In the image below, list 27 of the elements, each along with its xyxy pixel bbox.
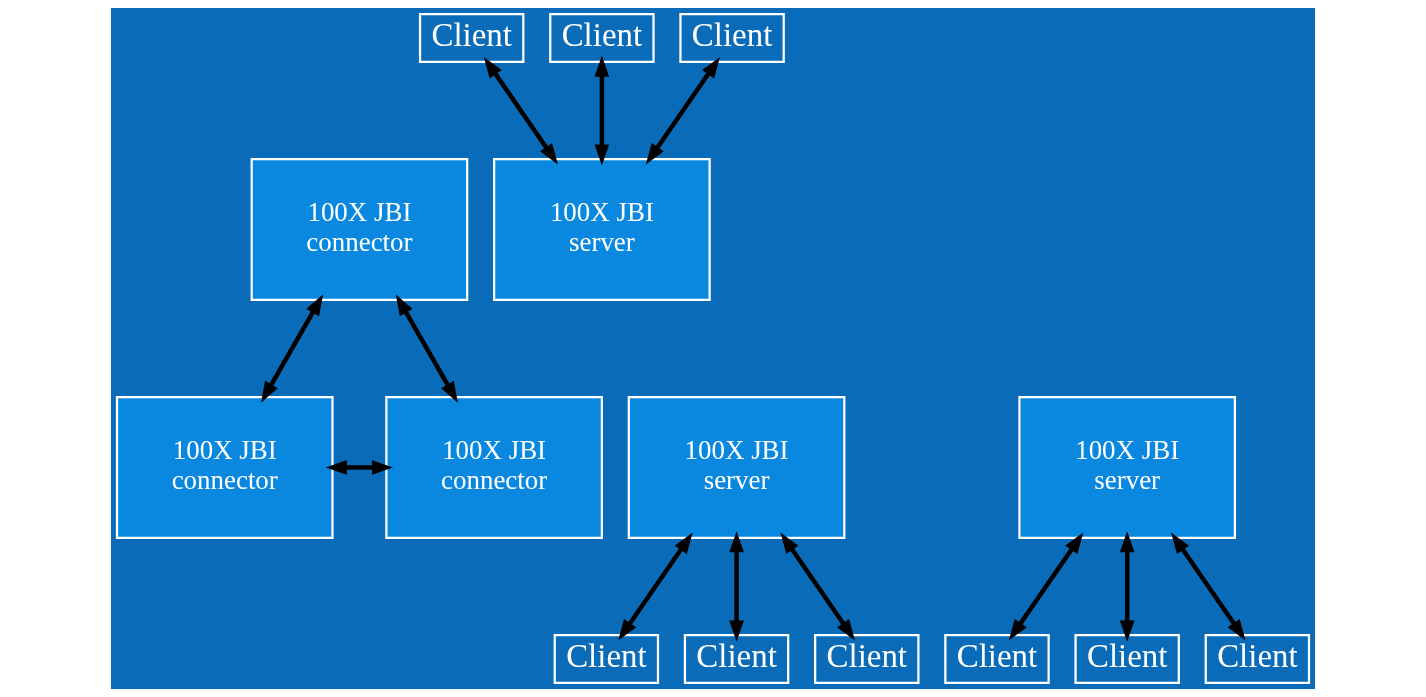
node-box: Client: [1204, 634, 1311, 685]
arrow: [483, 57, 558, 165]
arrow: [261, 294, 324, 403]
arrow: [1119, 531, 1135, 642]
node-box: Client: [683, 634, 790, 685]
node-box: 100X JBI connector: [385, 396, 603, 539]
arrow: [780, 532, 855, 641]
arrow: [729, 531, 744, 642]
node-box: Client: [944, 634, 1050, 685]
arrow: [594, 55, 610, 166]
node-box: Client: [418, 12, 525, 63]
node-box: Client: [814, 634, 920, 685]
arrow: [395, 294, 458, 403]
node-box: 100X JBI server: [493, 158, 711, 301]
node-box: 100X JBI connector: [115, 396, 334, 539]
arrow: [618, 532, 693, 641]
node-box: 100X JBI server: [1018, 396, 1237, 539]
arrow: [1008, 532, 1084, 641]
arrow: [1171, 532, 1246, 641]
node-box: Client: [549, 12, 655, 63]
node-box: Client: [1074, 634, 1180, 685]
arrow: [645, 57, 720, 165]
node-box: 100X JBI server: [627, 396, 846, 539]
arrow: [325, 460, 394, 475]
node-box: Client: [679, 12, 785, 63]
node-box: Client: [553, 634, 660, 685]
node-box: 100X JBI connector: [250, 158, 469, 301]
